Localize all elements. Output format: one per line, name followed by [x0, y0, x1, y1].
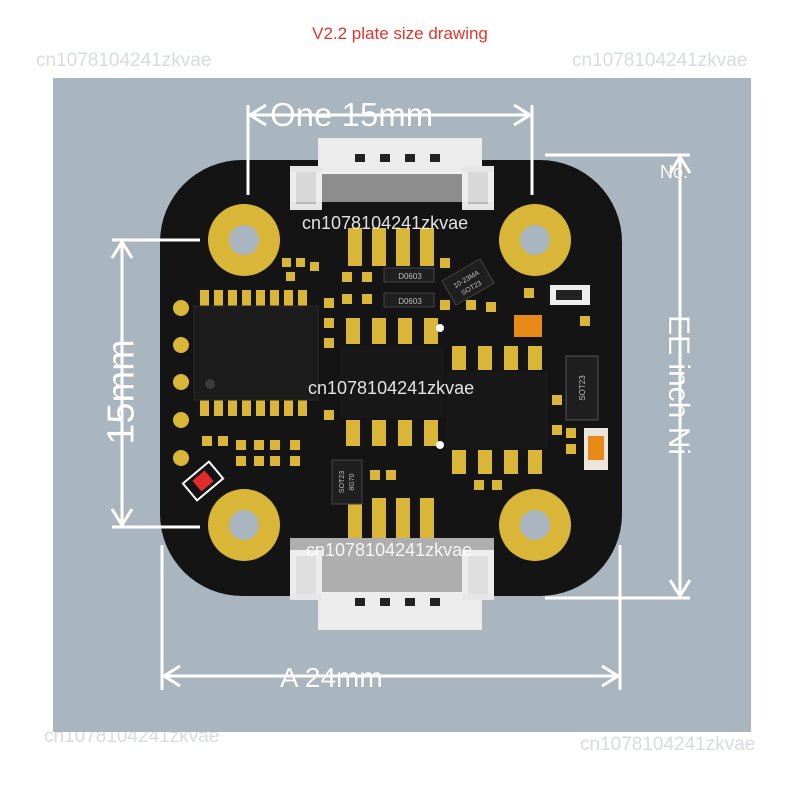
diode-d0603-b	[383, 292, 435, 308]
watermark-center: cn1078104241zkvae	[308, 378, 475, 398]
ic-center-right	[446, 372, 548, 448]
diode-d0603-a	[383, 267, 435, 283]
label-d0603-b: D0603	[398, 297, 422, 306]
dimension-label-right: EE inch Ni	[662, 314, 695, 456]
center-pads	[346, 318, 542, 474]
watermark-bottom-right: cn1078104241zkvae	[580, 734, 756, 755]
mounting-hole-top-right	[499, 204, 571, 276]
marker-dot-b	[436, 441, 444, 449]
label-sot23-c: SOT23	[578, 375, 587, 401]
connector-top	[290, 138, 494, 210]
dimension-label-left: 15mm	[100, 339, 143, 445]
page-title: V2.2 plate size drawing	[312, 24, 488, 43]
watermark-top-left: cn1078104241zkvae	[36, 50, 212, 71]
ic-center	[340, 346, 444, 418]
connector-bottom	[290, 538, 494, 630]
ic-chip-left	[193, 290, 319, 416]
dimension-label-bottom: A 24mm	[280, 662, 383, 693]
label-sot23-b-mark: 8G70	[349, 473, 356, 490]
connector-pads-bottom	[348, 498, 434, 538]
capacitor-orange-b	[588, 436, 604, 460]
transistor-sot23-b	[331, 459, 363, 505]
watermark-connector-top: cn1078104241zkvae	[302, 213, 469, 233]
led-red	[181, 460, 225, 502]
label-d0603-a: D0603	[398, 272, 422, 281]
dimension-lines	[110, 103, 692, 690]
label-sot23-b: SOT23	[339, 471, 346, 493]
chip-top-right	[550, 285, 590, 305]
watermark-top-right: cn1078104241zkvae	[572, 50, 748, 71]
transistor-sot23-c	[565, 355, 599, 421]
mounting-hole-bottom-right	[499, 489, 571, 561]
dimension-note-right: No.	[660, 162, 689, 182]
transistor-sot23-a	[441, 258, 495, 306]
dimension-label-top: One 15mm	[270, 96, 434, 133]
marker-dot-a	[436, 324, 444, 332]
mounting-hole-top-left	[208, 204, 280, 276]
connector-pads-top	[348, 228, 434, 266]
passive-pads	[202, 258, 590, 490]
capacitor-orange-a	[514, 315, 542, 337]
side-pads-left	[173, 300, 189, 466]
mounting-hole-bottom-left	[208, 489, 280, 561]
watermark-connector-bottom: cn1078104241zkvae	[306, 540, 473, 560]
